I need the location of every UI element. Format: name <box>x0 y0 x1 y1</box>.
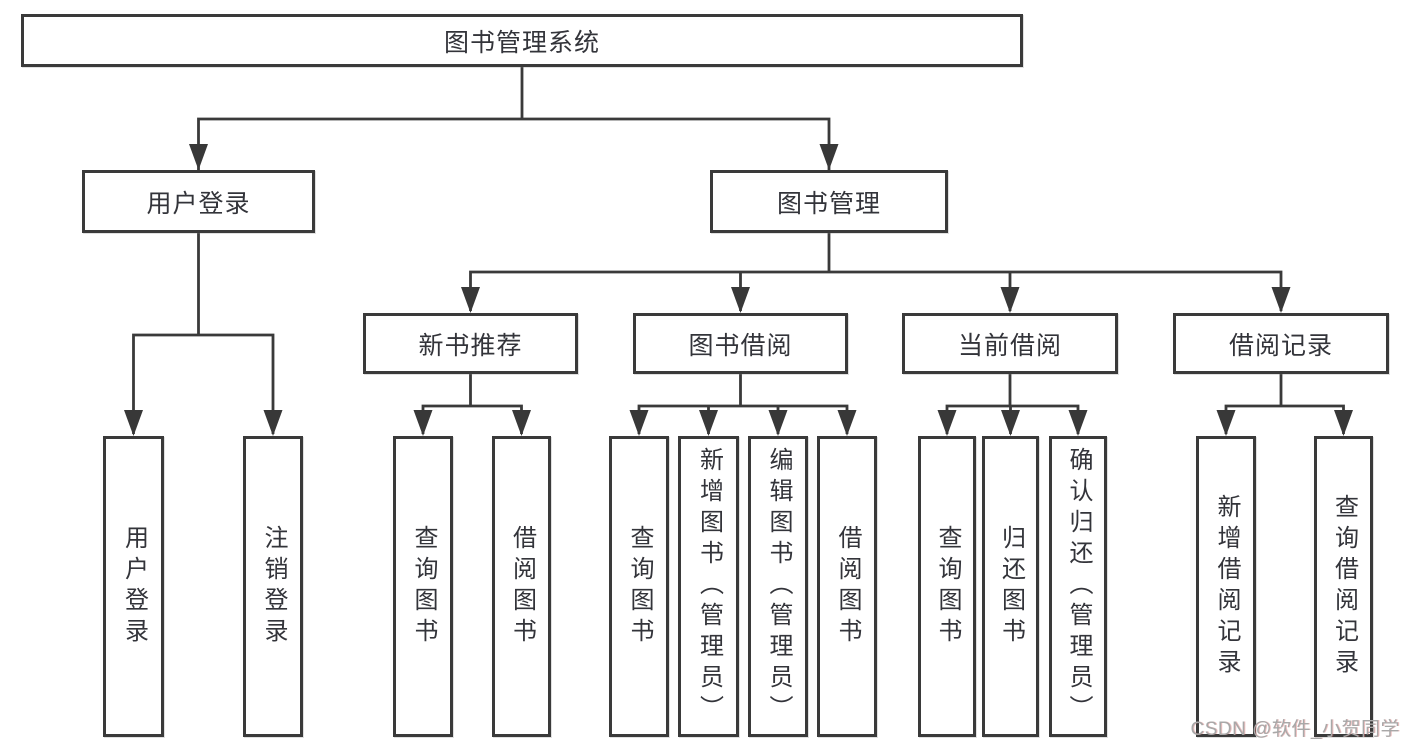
leaf-query-books-current: 查询图书 <box>918 436 976 737</box>
node-label: 查询图书 <box>410 524 437 649</box>
leaf-borrow-books-borrowing: 借阅图书 <box>817 436 877 737</box>
leaf-user-login: 用户登录 <box>103 436 164 737</box>
node-label: 借阅图书 <box>508 524 536 649</box>
csdn-watermark: CSDN @软件_小贺同学 <box>1190 719 1400 740</box>
node-label: 查询图书 <box>626 524 653 649</box>
node-user-login: 用户登录 <box>82 170 315 233</box>
node-label: 当前借阅 <box>957 331 1062 360</box>
node-label: 查询借阅记录 <box>1330 493 1358 680</box>
node-borrowing-records: 借阅记录 <box>1173 313 1389 374</box>
node-label: 用户登录 <box>120 524 148 649</box>
leaf-confirm-return-admin: 确认归还（管理员） <box>1049 436 1107 737</box>
leaf-add-books-admin: 新增图书（管理员） <box>678 436 739 737</box>
arrowheads <box>124 144 1353 436</box>
node-label: 新增图书（管理员） <box>695 447 723 726</box>
node-label: 图书管理 <box>776 189 881 218</box>
node-label: 确认归还（管理员） <box>1065 447 1092 726</box>
leaf-query-borrow-record: 查询借阅记录 <box>1314 436 1373 737</box>
node-label: 借阅图书 <box>834 524 861 649</box>
leaf-return-books: 归还图书 <box>982 436 1039 737</box>
node-new-book-recommendation: 新书推荐 <box>363 313 578 374</box>
leaf-add-borrow-record: 新增借阅记录 <box>1196 436 1256 737</box>
node-label: 图书借阅 <box>688 331 793 360</box>
leaf-logout-login: 注销登录 <box>243 436 303 737</box>
leaf-query-books-recommend: 查询图书 <box>393 436 453 737</box>
leaf-query-books-borrowing: 查询图书 <box>609 436 669 737</box>
node-label: 编辑图书（管理员） <box>765 447 792 726</box>
node-label: 借阅记录 <box>1228 331 1333 360</box>
leaf-borrow-books-recommend: 借阅图书 <box>492 436 551 737</box>
node-current-borrowing: 当前借阅 <box>902 313 1118 374</box>
node-label: 查询图书 <box>934 524 961 649</box>
node-book-borrowing: 图书借阅 <box>633 313 848 374</box>
node-label: 图书管理系统 <box>443 28 600 57</box>
node-book-management: 图书管理 <box>710 170 948 233</box>
leaf-edit-books-admin: 编辑图书（管理员） <box>748 436 808 737</box>
node-label: 新书推荐 <box>418 331 523 360</box>
node-label: 注销登录 <box>260 524 287 649</box>
node-label: 归还图书 <box>997 524 1025 649</box>
node-library-system: 图书管理系统 <box>21 14 1023 67</box>
node-label: 用户登录 <box>146 189 251 218</box>
node-label: 新增借阅记录 <box>1213 493 1240 680</box>
